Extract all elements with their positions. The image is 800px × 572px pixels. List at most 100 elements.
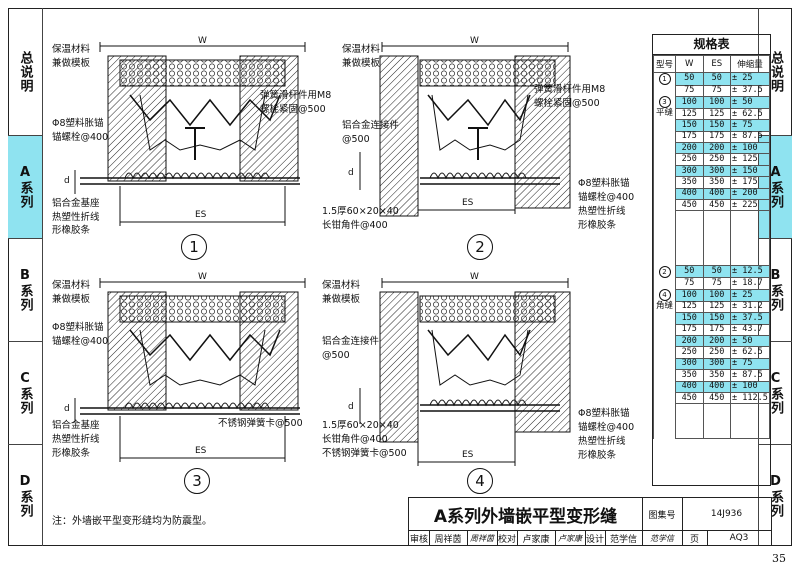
- spec-cell-es: 200: [702, 334, 731, 348]
- d2-anchor1: Φ8塑料胀锚: [578, 178, 630, 189]
- spec-cell-move: ± 37.5: [730, 84, 770, 97]
- d4-anchor2: 锚螺栓@400: [578, 422, 635, 433]
- model-circle: 2: [658, 265, 671, 278]
- d1-w: W: [198, 36, 207, 46]
- spec-cell-es: 150: [702, 119, 731, 132]
- d2-connector1: 铝合金连接件: [342, 120, 400, 131]
- spec-cell-es: 250: [702, 346, 731, 359]
- spec-model-cell: [653, 358, 676, 370]
- spec-model-cell: 2: [653, 265, 676, 278]
- d4-angle1: 1.5厚60×20×40: [322, 420, 399, 431]
- spec-cell-w: 100: [675, 288, 704, 302]
- spec-cell-move: ± 200: [730, 187, 770, 201]
- d1-anchor2: 锚螺栓@400: [52, 132, 109, 143]
- spec-cell-move: ± 43.7: [730, 323, 770, 336]
- spec-cell-move: ± 100: [730, 142, 770, 155]
- detail-3-drawing: [74, 278, 306, 462]
- spec-cell-move: ± 100: [730, 380, 770, 393]
- spec-cell-es: 400: [702, 380, 731, 393]
- spec-cell-es: 100: [702, 95, 731, 109]
- d4-anchor1: Φ8塑料胀锚: [578, 408, 630, 419]
- side-tab-c[interactable]: C系列: [8, 342, 42, 445]
- detail-3-number: 3: [184, 468, 210, 494]
- d1-anchor1: Φ8塑料胀锚: [52, 118, 104, 129]
- spec-cell-w: 350: [675, 176, 704, 189]
- spec-cell-w: 125: [675, 107, 704, 121]
- spec-header-row: 型号 W ES 伸缩量: [653, 55, 770, 73]
- spec-model-cell: [653, 335, 676, 347]
- spec-cell-w: 150: [675, 312, 704, 325]
- spec-cell-es: 450: [702, 198, 731, 212]
- spec-cell-es: 175: [702, 323, 731, 336]
- spec-cell-w: 200: [675, 334, 704, 348]
- designer-name: 范学信: [605, 530, 643, 546]
- spec-cell-move: ± 225: [730, 198, 770, 212]
- spec-cell-w: 175: [675, 130, 704, 144]
- spec-model-cell: [653, 188, 676, 200]
- d3-es: ES: [195, 446, 207, 456]
- d3-board: 兼做模板: [52, 294, 91, 305]
- side-tab-general[interactable]: 总说明: [8, 8, 42, 136]
- d2-rubber2: 形橡胶条: [578, 220, 617, 231]
- model-circle: 3: [658, 96, 671, 109]
- spec-cell-move: ± 75: [730, 119, 770, 132]
- spec-model-cell: [653, 142, 676, 154]
- detail-2-number: 2: [467, 234, 493, 260]
- check-label: 校对: [497, 530, 518, 546]
- spec-cell-move: ± 112.5: [730, 391, 770, 405]
- spec-cell-es: 150: [702, 312, 731, 325]
- d4-d: d: [348, 402, 354, 412]
- spec-cell-move: ± 12.5: [730, 265, 770, 279]
- d2-rubber1: 热塑性折线: [578, 206, 626, 217]
- spec-cell-w: 125: [675, 300, 704, 314]
- d1-spring-rod: 弹簧滑杆件用M8: [260, 90, 332, 101]
- model-circle: 1: [658, 73, 671, 85]
- spec-cell-es: 50: [702, 265, 731, 279]
- spec-cell-w: 75: [675, 277, 704, 290]
- title-block: A系列外墙嵌平型变形缝 图集号 14J936 审核 周祥茵 周祥茵 校对 卢家康…: [408, 497, 772, 546]
- d1-bolt-tight: 螺栓紧固@500: [260, 104, 326, 115]
- spec-table-title: 规格表: [653, 35, 770, 55]
- spec-cell-es: 50: [702, 72, 731, 86]
- spec-cell-move: ± 87.5: [730, 369, 770, 382]
- spec-cell-w: 400: [675, 187, 704, 201]
- spec-model-cell: [653, 392, 676, 404]
- spec-model-cell: [653, 176, 676, 189]
- d2-insulation: 保温材料: [342, 44, 381, 55]
- side-tab-d[interactable]: D系列: [17, 473, 33, 518]
- d3-anchor1: Φ8塑料胀锚: [52, 322, 104, 333]
- checker-signature: 卢家康: [555, 530, 586, 546]
- atlas-label: 图集号: [642, 498, 683, 531]
- spec-model-cell: [653, 119, 676, 132]
- side-tab-b[interactable]: B系列: [8, 239, 42, 342]
- d4-connector1: 铝合金连接件: [322, 336, 380, 347]
- spec-model-cell: [653, 312, 676, 325]
- spec-cell-move: ± 75: [730, 357, 770, 371]
- d2-angle2: 长钳角件@400: [322, 220, 388, 231]
- checker-name: 卢家康: [517, 530, 556, 546]
- d1-rubber1: 热塑性折线: [52, 212, 100, 223]
- d4-es: ES: [462, 450, 474, 460]
- reviewer-signature: 周祥茵: [467, 530, 498, 546]
- side-tab-a[interactable]: A系列: [8, 136, 42, 239]
- spec-spacer: [653, 403, 770, 440]
- spec-model-cell: [653, 131, 676, 143]
- page-code: AQ3: [729, 533, 749, 543]
- spec-cell-w: 400: [675, 380, 704, 393]
- model-circle: 4: [658, 289, 671, 302]
- drawing-title: A系列外墙嵌平型变形缝: [409, 498, 643, 531]
- d1-board: 兼做模板: [52, 58, 91, 69]
- designer-signature: 范学信: [642, 530, 683, 546]
- spec-model-cell: [653, 324, 676, 336]
